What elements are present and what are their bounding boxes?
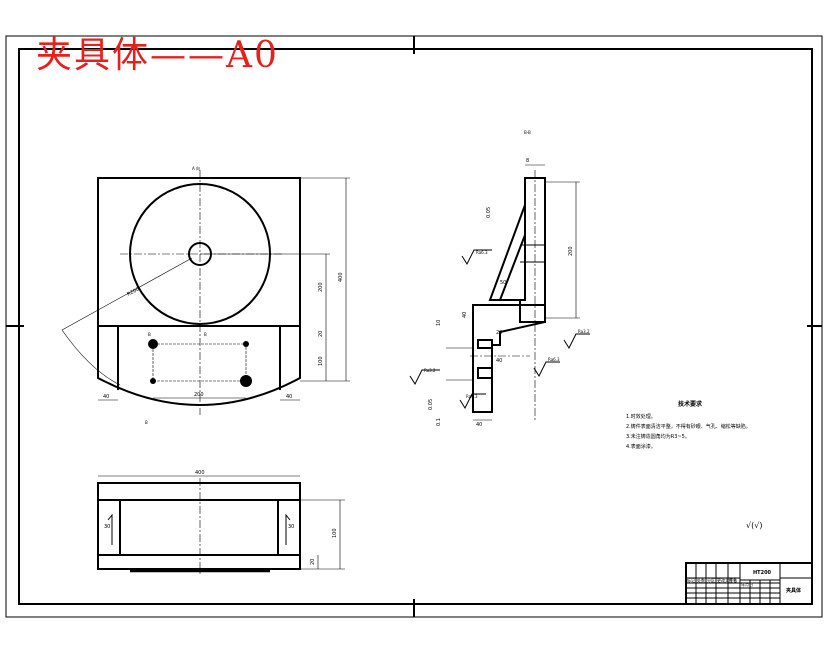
dim-bottom-center: 200 [194, 392, 204, 398]
base-outline [97, 326, 301, 406]
roughness-symbol-3 [533, 361, 560, 378]
roughness-4: Ra3.2 [424, 368, 436, 373]
section-pocket-2 [477, 367, 493, 379]
bolt-hole-4 [240, 375, 252, 387]
dim-sec-top: 8 [526, 158, 529, 164]
section-rib [488, 204, 526, 301]
tb-row-5: 年月日 [741, 581, 753, 587]
b-mark-right: B [204, 332, 207, 337]
roughness-1: Ra6.3 [476, 250, 488, 255]
dim-bottom-left: 40 [103, 394, 109, 400]
dim-front-inner-r: 30 [288, 524, 294, 530]
roughness-corner: √(√) [746, 521, 762, 530]
top-view: R200 A 向 B B B 400 200 20 100 40 200 40 [61, 165, 350, 425]
tb-row-2: 分区 [707, 577, 715, 583]
tb-row-0: 标记 [687, 577, 695, 583]
dim-mid: 200 [318, 282, 324, 292]
roughness-symbol-5 [459, 393, 486, 410]
dim-bottom-right: 40 [286, 394, 292, 400]
roughness-3: Ra6.3 [548, 357, 560, 362]
dim-sec-height: 200 [568, 246, 574, 256]
b-mark-left: B [148, 332, 151, 337]
tol-1: 0.05 [486, 207, 492, 218]
roughness-2: Ra3.2 [578, 329, 590, 334]
tech-heading: 技术要求 [678, 400, 703, 408]
dim-sec-c: 40 [496, 358, 502, 364]
title-stamp: 夹具体——A0 [36, 35, 279, 76]
section-view: B-B 8 200 50 20 40 40 40 10 0.05 0.05 0.… [409, 130, 590, 428]
tech-requirements: 技术要求 1.时效处理。 2.铸件表面清洁平整，不得有砂眼、气孔、缩松等缺陷。 … [626, 400, 751, 450]
dim-total: 400 [338, 272, 344, 282]
dim-small: 20 [318, 331, 324, 337]
tech-item-2: 2.铸件表面清洁平整，不得有砂眼、气孔、缩松等缺陷。 [626, 423, 751, 430]
radius-label: R200 [126, 286, 140, 297]
bolt-hole-2 [243, 341, 249, 347]
dim-sec-b: 20 [496, 330, 502, 336]
roughness-5: Ra6.3 [466, 394, 478, 399]
section-label: B-B [524, 130, 531, 135]
roughness-symbol-1 [461, 249, 492, 266]
tech-item-1: 1.时效处理。 [626, 413, 656, 420]
view-label-top: A 向 [192, 165, 200, 171]
dim-sec-a: 50 [500, 280, 506, 286]
bolt-hole-3 [150, 378, 156, 384]
bolt-hole-1 [148, 339, 158, 349]
dim-lower: 100 [318, 356, 324, 366]
tech-item-3: 3.未注铸造圆角均为R3~5。 [626, 433, 690, 440]
dim-front-width: 400 [195, 470, 205, 476]
top-view-outline [97, 177, 301, 327]
title-material: HT200 [753, 570, 772, 576]
b-mark-bottom: B [145, 420, 148, 425]
dim-sec-d: 10 [436, 320, 442, 326]
section-base [472, 304, 546, 413]
front-detail [107, 513, 113, 545]
tb-row-4: 签名 [729, 577, 737, 583]
tol-3: 0.1 [436, 418, 442, 426]
front-view-outline [97, 482, 301, 570]
radius-arc [61, 329, 121, 386]
tb-row-1: 处数 [697, 577, 705, 583]
title-block: HT200 夹具体 标记 处数 分区 更改文件号 签名 年月日 [685, 562, 813, 605]
dim-front-small: 20 [310, 559, 316, 565]
radius-leader [61, 257, 193, 331]
front-view: 400 30 30 100 20 [97, 470, 345, 576]
slot-rect [152, 343, 247, 382]
title-part-name: 夹具体 [786, 587, 802, 594]
dim-sec-width: 40 [476, 422, 482, 428]
section-pocket [477, 339, 493, 349]
tol-2: 0.05 [428, 399, 434, 410]
tb-row-3: 更改文件号 [717, 577, 737, 583]
roughness-symbol-2 [563, 333, 590, 350]
dim-front-inner: 30 [104, 524, 110, 530]
tech-item-4: 4.表面涂漆。 [626, 443, 656, 450]
roughness-symbol-4 [409, 369, 440, 386]
front-detail [285, 513, 291, 545]
dim-front-height: 100 [332, 528, 338, 538]
dim-sec-left: 40 [462, 312, 468, 318]
